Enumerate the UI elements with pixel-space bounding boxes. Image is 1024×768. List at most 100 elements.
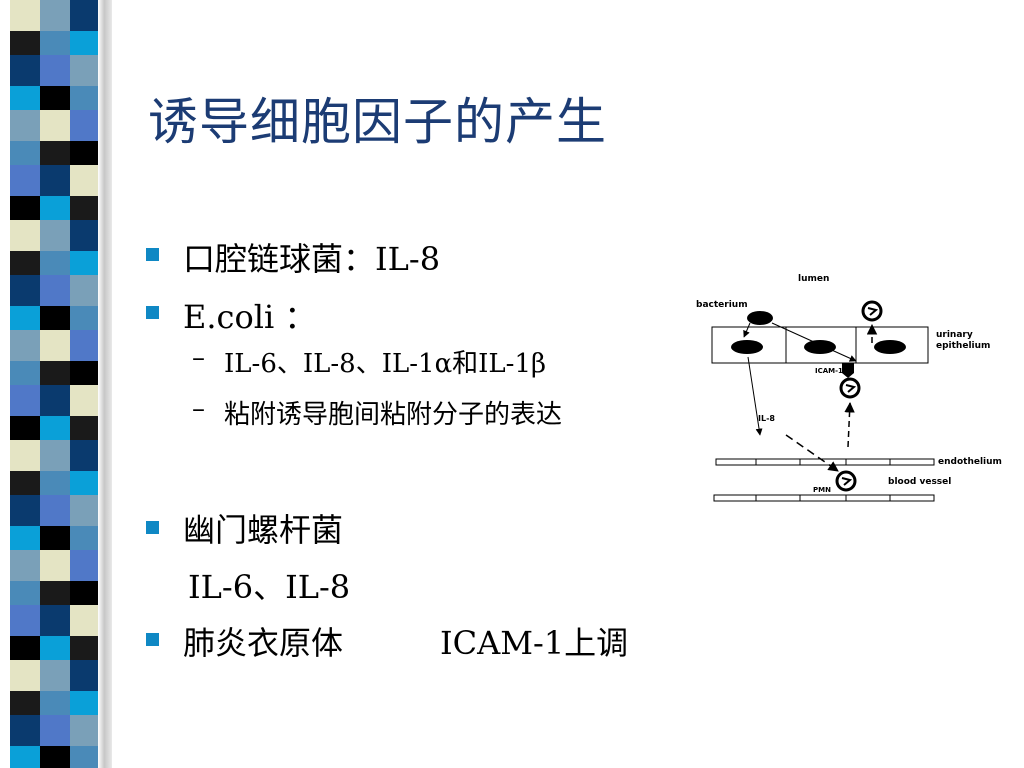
label-blood-vessel: blood vessel [888,477,951,487]
transmigration-arrow [844,401,855,448]
strip-block [10,0,40,31]
strip-block [40,55,70,86]
label-endothelium: endothelium [938,457,1002,467]
strip-block [10,471,40,495]
il8-release-arrow [747,356,763,436]
strip-block [40,385,70,416]
pmn-cell [835,470,857,492]
pmn-nucleus [841,477,853,486]
strip-block [70,746,100,768]
sub-bullet-dash: – [192,394,205,424]
strip-block [70,361,100,385]
strip-block [10,86,40,110]
pmn-cell [839,377,861,399]
strip-block [10,165,40,196]
strip-block [40,605,70,636]
strip-block [70,416,100,440]
strip-block [40,251,70,275]
sub-bullet-dash: – [192,343,205,373]
sub-item-cytokines: IL-6、IL-8、IL-1α和IL-1β [224,349,547,379]
strip-block [10,385,40,416]
strip-block [70,220,100,251]
strip-block [40,275,70,306]
epithelium-layer [711,326,929,364]
bullet-item-ecoli: E.coli ： [183,298,317,336]
strip-block [70,55,100,86]
strip-block [10,636,40,660]
strip-block [40,196,70,220]
bullet-marker [146,248,159,261]
strip-block [40,220,70,251]
strip-block [40,165,70,196]
slide-title: 诱导细胞因子的产生 [148,93,607,151]
il8-chemotaxis-arrow [785,434,839,472]
strip-block [40,660,70,691]
strip-block [40,86,70,110]
strip-block [40,440,70,471]
strip-block [70,715,100,746]
pmn-cell [861,300,883,322]
strip-block [40,715,70,746]
strip-block [10,526,40,550]
adhesion-arrow [743,322,751,338]
strip-block [70,636,100,660]
strip-block [10,715,40,746]
strip-block [70,110,100,141]
strip-column [40,0,70,768]
strip-block [10,746,40,768]
strip-block [70,86,100,110]
strip-block [10,605,40,636]
strip-column [70,0,100,768]
strip-block [40,636,70,660]
strip-block [70,660,100,691]
strip-block [10,440,40,471]
bullet-marker [146,306,159,319]
strip-block [40,306,70,330]
pmn-nucleus [867,307,879,316]
strip-block [70,581,100,605]
strip-block [10,31,40,55]
strip-block [70,440,100,471]
strip-block [10,361,40,385]
strip-block [10,220,40,251]
endothelium-layer [715,458,935,466]
strip-block [70,605,100,636]
bullet-item-h-pylori: 幽门螺杆菌 [183,511,344,549]
strip-block [40,361,70,385]
strip-block [40,691,70,715]
strip-block [10,141,40,165]
strip-block [10,196,40,220]
strip-block [40,330,70,361]
strip-block [70,550,100,581]
bullet-item-c-pneumoniae: 肺炎衣原体 [183,624,344,662]
strip-block [70,385,100,416]
label-icam-1: ICAM-1 [815,367,843,375]
strip-block [40,581,70,605]
strip-block [40,471,70,495]
strip-block [10,691,40,715]
label-lumen: lumen [798,274,829,284]
strip-block [10,581,40,605]
strip-block [10,416,40,440]
icam-receptor [842,363,854,378]
bullet-marker [146,521,159,534]
strip-block [10,660,40,691]
strip-shadow [98,0,112,768]
pmn-nucleus [845,384,857,393]
decorative-side-strip [0,0,112,768]
strip-block [10,330,40,361]
strip-block [70,330,100,361]
strip-block [10,306,40,330]
strip-block [40,550,70,581]
strip-block [70,0,100,31]
strip-block [40,495,70,526]
strip-block [40,141,70,165]
bacterium-arrow [771,322,857,362]
strip-block [70,251,100,275]
sub-item-adhesion: 粘附诱导胞间粘附分子的表达 [224,400,563,430]
strip-block [70,526,100,550]
strip-block [40,0,70,31]
strip-block [40,526,70,550]
strip-block [10,55,40,86]
bullet-marker [146,633,159,646]
